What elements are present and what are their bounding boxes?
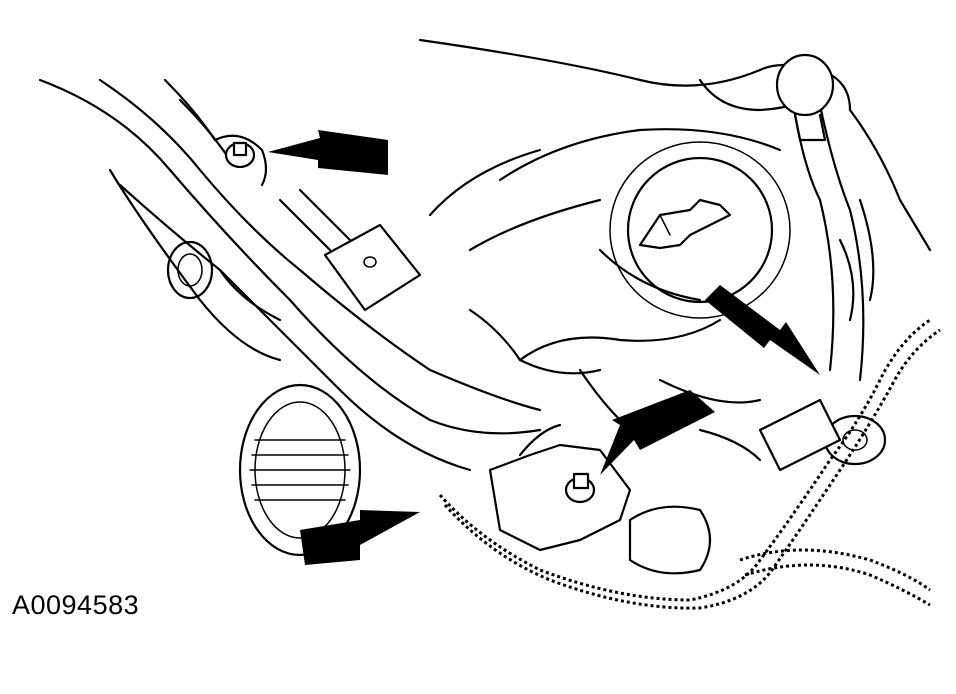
arrow-upper-stud <box>268 130 388 175</box>
center-stud <box>564 472 596 504</box>
figure-id-label: A0094583 <box>12 590 140 620</box>
frame-rail <box>38 78 542 472</box>
upper-stud <box>213 134 268 187</box>
wiring-harness <box>438 318 941 610</box>
dipstick-tube <box>775 53 865 382</box>
crank-pulley <box>238 383 362 557</box>
lower-bracket <box>488 423 632 552</box>
arrow-harness-clip <box>300 510 420 565</box>
mount-boss <box>108 168 282 362</box>
arrow-center-stud <box>600 390 715 475</box>
bracket-plate <box>278 188 422 312</box>
arrow-harness-connector <box>705 285 820 375</box>
oil-filler-cap <box>609 141 791 319</box>
callout-arrows <box>268 130 820 565</box>
